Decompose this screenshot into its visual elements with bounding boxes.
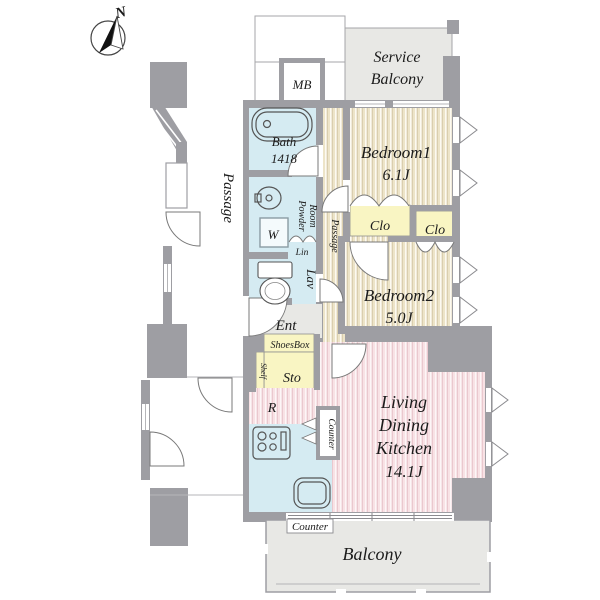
balcony-counter-label: Counter — [292, 521, 329, 533]
washer-label: W — [268, 227, 280, 242]
shoesbox-label: ShoesBox — [271, 340, 310, 351]
balcony-label: Balcony — [343, 544, 402, 564]
washing-machine-icon — [259, 217, 289, 248]
service-balcony — [344, 27, 453, 103]
powder-room-label-2: Room — [307, 203, 318, 227]
ldk-door-arc — [331, 343, 367, 379]
inner-passage-label: Passage — [329, 218, 340, 253]
doors — [248, 145, 455, 379]
closet2-label: Clo — [425, 223, 445, 238]
bedroom2-label: Bedroom2 — [364, 286, 435, 305]
compass-north-label: N — [113, 4, 130, 23]
lavatory-door-arc — [319, 278, 344, 303]
balcony-counter: Counter — [286, 518, 334, 534]
bedroom1-floor — [345, 106, 454, 205]
casement-window-icon — [453, 115, 509, 467]
bedroom2-door-arc — [349, 241, 389, 281]
bedroom1-label: Bedroom1 — [361, 143, 431, 162]
bedroom1-size-label: 6.1J — [382, 167, 410, 184]
outer-passage-label: Passage — [220, 172, 236, 223]
linen-bifold-door — [288, 235, 317, 243]
powder-room-label-1: Powder — [296, 199, 307, 231]
storage-label: Sto — [283, 371, 301, 386]
room-labels: Bath 1418 Powder Room W Lin Lav Passage … — [259, 134, 445, 481]
linen-label: Lin — [295, 248, 309, 258]
meter-box: MB — [279, 58, 325, 104]
ldk-label-3: Kitchen — [375, 438, 432, 458]
powder-sink-icon — [254, 186, 282, 210]
balcony-area: Counter Balcony — [263, 513, 492, 594]
closet1-bifold-door — [349, 194, 410, 207]
neighbor-door-recess — [165, 162, 188, 209]
bedroom2-size-label: 5.0J — [385, 310, 413, 327]
bath-door-arc — [287, 145, 319, 177]
service-balcony-label-1: Service — [373, 49, 420, 66]
closet2-bifold-door — [415, 240, 455, 253]
mb-label: MB — [292, 77, 312, 92]
shelf-label: Shelf — [259, 363, 268, 381]
fixtures — [251, 107, 340, 509]
bathtub-icon — [251, 107, 313, 142]
stove-icon — [252, 426, 291, 460]
door-arc — [149, 431, 185, 467]
top-structures: MB Service Balcony — [254, 15, 460, 104]
lavatory-label: Lav — [304, 268, 319, 289]
counter-flap-icon — [300, 417, 317, 431]
toilet-icon — [257, 261, 293, 305]
ldk-label-2: Dining — [378, 415, 429, 435]
common-corridor-structures — [141, 62, 258, 546]
door-arc — [165, 211, 201, 247]
storage-box — [263, 351, 315, 391]
door-arc — [197, 377, 233, 413]
kitchen-counter-label: Counter — [326, 418, 336, 449]
closet1-label: Clo — [370, 219, 390, 234]
counter-flap-icon — [300, 431, 317, 445]
entrance-label: Ent — [275, 318, 298, 334]
kitchen-counter-box — [300, 406, 340, 460]
bath-size-label: 1418 — [271, 151, 298, 166]
ldk-floor-bump — [454, 372, 485, 478]
ldk-size-label: 14.1J — [385, 462, 424, 481]
bath-label: Bath — [272, 134, 297, 149]
windows — [355, 101, 509, 467]
bedroom1-door-arc — [321, 185, 349, 213]
ldk-label-1: Living — [380, 392, 427, 412]
kitchen-sink-icon — [293, 477, 331, 509]
service-balcony-label-2: Balcony — [371, 71, 424, 88]
refrigerator-label: R — [267, 401, 277, 416]
entrance-door-arc — [248, 297, 288, 337]
compass-icon: N — [90, 4, 130, 56]
